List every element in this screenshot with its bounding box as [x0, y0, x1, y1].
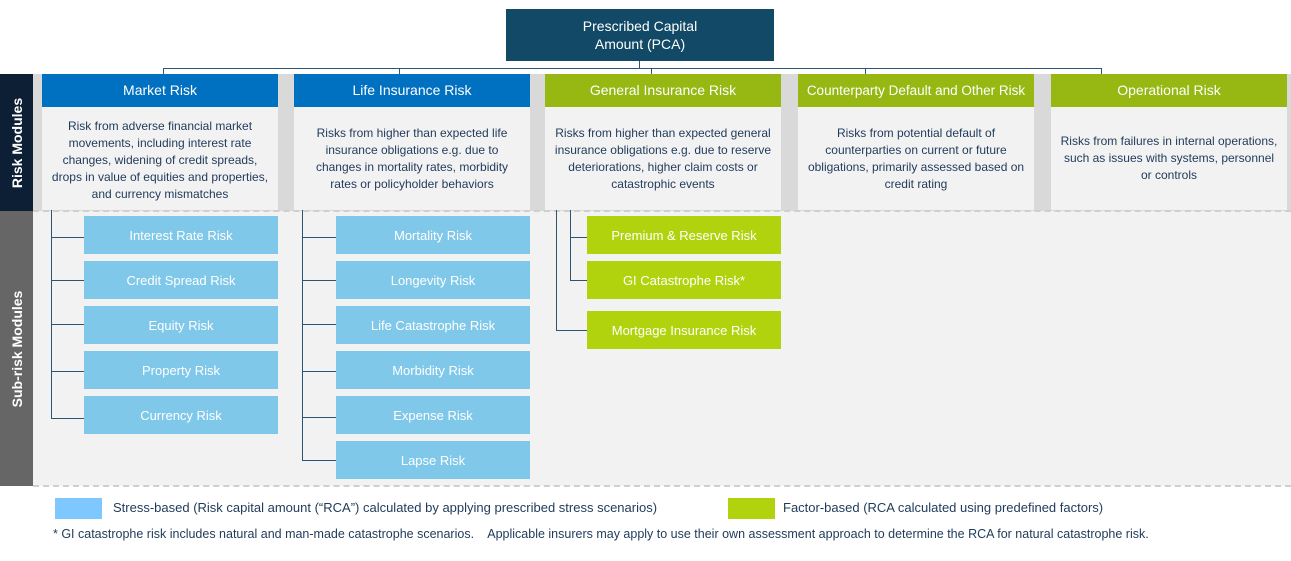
module-description: Risk from adverse financial market movem… [51, 119, 269, 201]
sub-risk-life-catastrophe: Life Catastrophe Risk [336, 306, 530, 344]
gi-tree-trunk-outer [556, 210, 557, 330]
sub-risk-interest-rate: Interest Rate Risk [84, 216, 278, 254]
sub-risk-currency: Currency Risk [84, 396, 278, 434]
module-title: General Insurance Risk [545, 74, 781, 107]
module-title: Market Risk [42, 74, 278, 107]
connector-operational [1101, 68, 1102, 74]
sub-risk-property: Property Risk [84, 351, 278, 389]
module-operational-risk: Operational Risk Risks from failures in … [1051, 74, 1287, 210]
market-branch [51, 418, 84, 419]
life-branch [302, 417, 336, 418]
sub-risk-morbidity: Morbidity Risk [336, 351, 530, 389]
life-tree-trunk [302, 210, 303, 461]
market-tree-trunk [51, 210, 52, 419]
pca-root-node: Prescribed Capital Amount (PCA) [506, 9, 774, 61]
legend-stress-label: Stress-based (Risk capital amount (“RCA”… [113, 500, 658, 515]
connector-counterparty [865, 68, 866, 74]
life-branch [302, 280, 336, 281]
sub-risk-expense: Expense Risk [336, 396, 530, 434]
module-description: Risks from higher than expected life ins… [315, 125, 509, 191]
life-branch [302, 324, 336, 325]
module-description: Risks from failures in internal operatio… [1060, 134, 1278, 182]
pca-title-line2: Amount (PCA) [594, 36, 686, 52]
bottom-divider [33, 485, 1291, 487]
legend-stress-swatch [55, 498, 102, 519]
legend-factor-label: Factor-based (RCA calculated using prede… [783, 500, 1104, 515]
connector-market [163, 68, 164, 74]
legend-factor-swatch [728, 498, 775, 519]
pca-title-line1: Prescribed Capital [582, 18, 698, 34]
module-life-insurance-risk: Life Insurance Risk Risks from higher th… [294, 74, 530, 210]
module-title: Operational Risk [1051, 74, 1287, 107]
life-branch [302, 237, 336, 238]
gi-branch [556, 330, 587, 331]
connector-general [651, 68, 652, 74]
module-title: Life Insurance Risk [294, 74, 530, 107]
root-connector-horizontal [163, 68, 1102, 69]
sub-risk-credit-spread: Credit Spread Risk [84, 261, 278, 299]
sub-risk-lapse: Lapse Risk [336, 441, 530, 479]
market-branch [51, 280, 84, 281]
sub-risk-modules-band: Sub-risk Modules [0, 211, 33, 486]
gi-tree-trunk-inner [570, 210, 571, 280]
sub-risk-mortality: Mortality Risk [336, 216, 530, 254]
gi-branch [570, 280, 587, 281]
sub-risk-longevity: Longevity Risk [336, 261, 530, 299]
module-market-risk: Market Risk Risk from adverse financial … [42, 74, 278, 210]
module-counterparty-default-risk: Counterparty Default and Other Risk Risk… [798, 74, 1034, 210]
market-branch [51, 237, 84, 238]
life-branch [302, 460, 336, 461]
risk-modules-band: Risk Modules [0, 74, 33, 211]
module-title: Counterparty Default and Other Risk [798, 74, 1034, 107]
module-description: Risks from higher than expected general … [554, 125, 772, 191]
footnote: * GI catastrophe risk includes natural a… [53, 527, 1149, 541]
market-branch [51, 371, 84, 372]
connector-life [399, 68, 400, 74]
risk-modules-label: Risk Modules [8, 97, 25, 188]
module-general-insurance-risk: General Insurance Risk Risks from higher… [545, 74, 781, 210]
module-description: Risks from potential default of counterp… [807, 125, 1025, 191]
sub-risk-premium-reserve: Premium & Reserve Risk [587, 216, 781, 254]
life-branch [302, 371, 336, 372]
sub-risk-gi-catastrophe: GI Catastrophe Risk* [587, 261, 781, 299]
sub-risk-modules-label: Sub-risk Modules [8, 290, 25, 407]
gi-branch [570, 237, 587, 238]
market-branch [51, 324, 84, 325]
sub-risk-mortgage-insurance: Mortgage Insurance Risk [587, 311, 781, 349]
risk-divider [33, 210, 1291, 212]
sub-risk-equity: Equity Risk [84, 306, 278, 344]
root-connector-vertical [639, 61, 640, 69]
